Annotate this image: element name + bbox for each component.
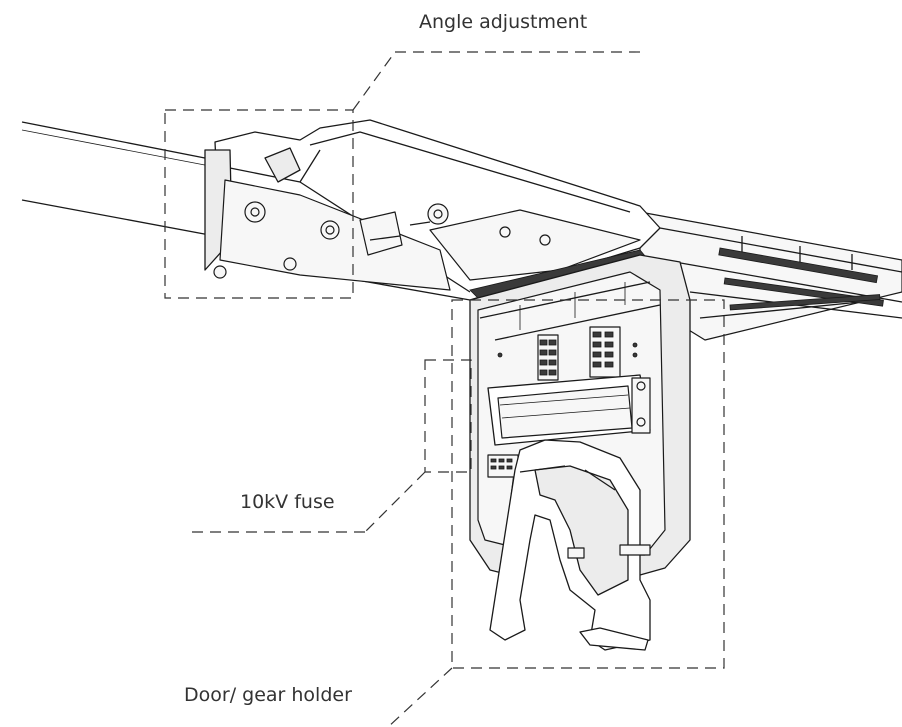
terminal-blocks: [497, 326, 638, 381]
mounting-pole: [21, 121, 216, 237]
fuse-holders: [487, 454, 519, 478]
angle-adjustment-box: [164, 109, 354, 299]
angle-adjustment-label: Angle adjustment: [419, 11, 588, 33]
fuse-label: 10kV fuse: [240, 491, 335, 513]
door-gear-holder-label: Door/ gear holder: [184, 684, 352, 706]
door-panel: [489, 439, 651, 651]
callout-leaders: [164, 51, 725, 727]
angle-adjustment-hardware: [213, 147, 449, 279]
fuse-box: [424, 359, 472, 473]
door-gear-holder-box: [451, 299, 725, 669]
led-driver: [487, 374, 651, 446]
led-module-fins: [639, 211, 902, 341]
